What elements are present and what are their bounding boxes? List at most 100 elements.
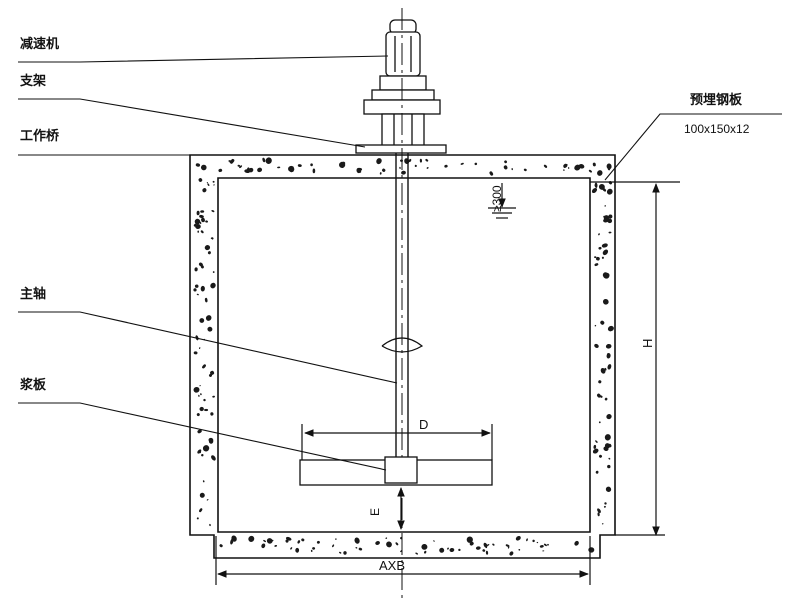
- concrete-speck: [354, 537, 360, 544]
- concrete-speck: [194, 218, 201, 225]
- concrete-speck: [202, 188, 207, 193]
- dim-diameter: D: [419, 417, 429, 432]
- concrete-speck: [593, 444, 597, 449]
- label-work-bridge: 工作桥: [20, 129, 60, 144]
- concrete-speck: [310, 163, 313, 167]
- concrete-speck: [523, 168, 527, 172]
- concrete-speck: [564, 163, 568, 166]
- concrete-speck: [598, 380, 602, 384]
- concrete-speck: [466, 536, 473, 543]
- leader-lines: [18, 55, 782, 471]
- concrete-speck: [197, 429, 202, 434]
- concrete-speck: [414, 164, 417, 167]
- concrete-speck: [200, 393, 202, 396]
- concrete-speck: [193, 386, 200, 393]
- concrete-speck: [532, 539, 535, 543]
- concrete-speck: [265, 157, 272, 164]
- concrete-speck: [426, 167, 429, 169]
- concrete-speck: [200, 265, 204, 269]
- concrete-speck: [606, 414, 612, 420]
- concrete-speck: [196, 210, 200, 216]
- concrete-speck: [219, 544, 223, 548]
- concrete-speck: [379, 172, 382, 175]
- concrete-speck: [271, 539, 274, 542]
- concrete-speck: [196, 517, 199, 520]
- concrete-speck: [408, 158, 412, 163]
- concrete-speck: [358, 547, 363, 551]
- concrete-speck: [196, 413, 200, 417]
- concrete-speck: [199, 508, 203, 513]
- concrete-speck: [482, 549, 486, 552]
- concrete-speck: [607, 168, 611, 171]
- concrete-speck: [246, 167, 250, 173]
- concrete-speck: [212, 180, 215, 183]
- concrete-speck: [199, 492, 205, 498]
- concrete-speck: [594, 263, 599, 267]
- concrete-speck: [594, 343, 599, 348]
- concrete-speck: [204, 297, 208, 303]
- concrete-speck: [424, 550, 427, 554]
- concrete-speck: [312, 168, 316, 174]
- concrete-speck: [608, 231, 612, 234]
- concrete-speck: [206, 181, 209, 184]
- concrete-speck: [218, 168, 223, 173]
- concrete-speck: [277, 166, 281, 169]
- concrete-speck: [433, 540, 435, 542]
- concrete-speck: [199, 221, 202, 225]
- concrete-speck: [382, 168, 386, 172]
- concrete-speck: [458, 548, 461, 552]
- concrete-speck: [606, 188, 613, 195]
- concrete-speck: [212, 395, 215, 398]
- dim-tank-size: AXB: [379, 558, 406, 573]
- label-embedded-plate: 预埋钢板: [690, 93, 743, 108]
- concrete-speck: [608, 214, 613, 219]
- concrete-speck: [297, 540, 301, 544]
- concrete-speck: [597, 170, 603, 176]
- liquid-level-marker: [488, 183, 516, 219]
- concrete-speck: [563, 163, 568, 168]
- concrete-speck: [210, 412, 214, 416]
- concrete-speck: [511, 168, 513, 171]
- concrete-speck: [601, 523, 604, 525]
- concrete-speck: [201, 454, 204, 457]
- concrete-speck: [608, 457, 611, 460]
- concrete-speck: [297, 164, 302, 168]
- concrete-speck: [262, 157, 266, 163]
- concrete-speck: [486, 544, 490, 546]
- concrete-speck: [195, 163, 201, 167]
- concrete-speck: [588, 547, 595, 553]
- concrete-speck: [588, 169, 592, 173]
- concrete-speck: [208, 437, 214, 443]
- concrete-speck: [310, 549, 313, 552]
- work-bridge-plate: [355, 144, 447, 154]
- concrete-speck: [598, 421, 601, 424]
- concrete-speck: [196, 293, 199, 296]
- concrete-speck: [595, 440, 598, 443]
- concrete-speck: [474, 162, 478, 166]
- concrete-speck: [210, 370, 215, 375]
- concrete-speck: [415, 552, 419, 555]
- concrete-speck: [202, 480, 205, 483]
- concrete-speck: [605, 486, 612, 492]
- concrete-speck: [200, 285, 205, 292]
- label-reducer: 减速机: [20, 37, 60, 52]
- concrete-speck: [198, 178, 203, 182]
- concrete-speck: [542, 550, 545, 552]
- tank-inner-wall: [217, 177, 591, 533]
- tank-walls: [189, 154, 616, 559]
- concrete-speck: [274, 544, 278, 547]
- concrete-speck: [205, 220, 208, 223]
- concrete-speck: [600, 320, 605, 325]
- concrete-speck: [598, 183, 605, 190]
- concrete-speck: [439, 547, 445, 553]
- concrete-speck: [199, 406, 204, 412]
- concrete-speck: [543, 543, 547, 547]
- concrete-speck: [395, 542, 399, 546]
- concrete-speck: [608, 181, 613, 185]
- concrete-speck: [518, 548, 521, 551]
- concrete-speck: [536, 541, 539, 544]
- concrete-speck: [197, 449, 202, 454]
- concrete-speck: [193, 288, 197, 292]
- label-paddle: 浆板: [20, 378, 47, 393]
- concrete-speck: [386, 541, 392, 548]
